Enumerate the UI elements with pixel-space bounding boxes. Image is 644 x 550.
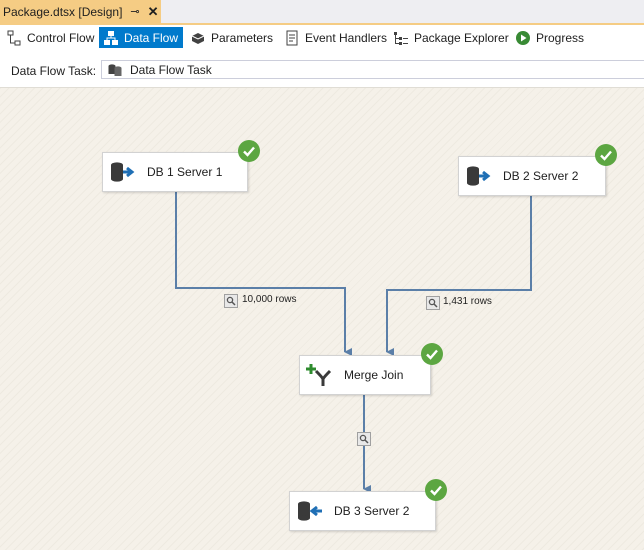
tab-control-flow[interactable]: Control Flow: [2, 27, 99, 48]
data-flow-icon: [103, 30, 119, 46]
path1-row-count: 10,000 rows: [242, 294, 297, 305]
tab-data-flow[interactable]: Data Flow: [99, 27, 184, 48]
db-destination-icon: [298, 501, 322, 521]
progress-icon: [515, 30, 531, 46]
component-label: DB 1 Server 1: [147, 165, 223, 179]
tab-package-explorer[interactable]: Package Explorer: [389, 27, 514, 48]
designer-tab-bar: Control Flow Data Flow Parameters Event …: [0, 25, 644, 51]
task-selector-value: Data Flow Task: [130, 62, 212, 77]
merge-join-icon: [306, 364, 332, 386]
tab-parameters[interactable]: Parameters: [186, 27, 278, 48]
tab-parameters-label: Parameters: [211, 30, 274, 45]
success-check-icon: [595, 144, 617, 166]
db-source-icon: [111, 162, 135, 182]
document-tab-strip: Package.dtsx [Design] ⊸ ✕: [0, 0, 644, 25]
tab-control-flow-label: Control Flow: [27, 30, 95, 45]
close-icon[interactable]: ✕: [147, 3, 159, 19]
task-selector-dropdown[interactable]: Data Flow Task: [101, 60, 644, 79]
tab-package-explorer-label: Package Explorer: [414, 30, 509, 45]
tab-progress-label: Progress: [536, 30, 585, 45]
success-check-icon: [421, 343, 443, 365]
event-handlers-icon: [284, 30, 300, 46]
document-tab-title: Package.dtsx [Design]: [3, 4, 123, 19]
task-selector-bar: Data Flow Task: Data Flow Task: [0, 55, 644, 85]
task-selector-label: Data Flow Task:: [11, 64, 97, 78]
component-label: DB 3 Server 2: [334, 504, 410, 518]
document-tab[interactable]: Package.dtsx [Design] ⊸ ✕: [0, 0, 161, 23]
component-merge-join[interactable]: Merge Join: [299, 355, 431, 395]
tab-progress[interactable]: Progress: [511, 27, 589, 48]
tab-event-handlers[interactable]: Event Handlers: [280, 27, 392, 48]
parameters-icon: [190, 30, 206, 46]
data-flow-task-icon: [108, 63, 122, 76]
package-explorer-icon: [393, 30, 409, 46]
data-viewer-icon[interactable]: [426, 296, 440, 310]
data-viewer-icon[interactable]: [357, 432, 371, 446]
component-label: DB 2 Server 2: [503, 169, 579, 183]
component-label: Merge Join: [344, 368, 404, 382]
tab-data-flow-label: Data Flow: [124, 30, 179, 45]
db-source-icon: [467, 166, 491, 186]
pin-icon[interactable]: ⊸: [130, 6, 140, 18]
component-db3-server2[interactable]: DB 3 Server 2: [289, 491, 436, 531]
path2-row-count: 1,431 rows: [443, 296, 492, 307]
tab-event-handlers-label: Event Handlers: [305, 30, 388, 45]
component-db1-server1[interactable]: DB 1 Server 1: [102, 152, 248, 192]
control-flow-icon: [6, 30, 22, 46]
success-check-icon: [425, 479, 447, 501]
data-viewer-icon[interactable]: [224, 294, 238, 308]
success-check-icon: [238, 140, 260, 162]
component-db2-server2[interactable]: DB 2 Server 2: [458, 156, 606, 196]
